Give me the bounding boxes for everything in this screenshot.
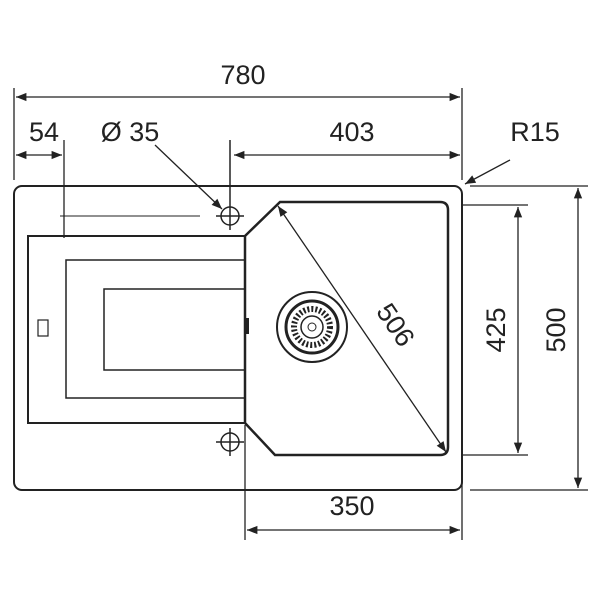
- tap-hole-diameter-label: Ø 35: [101, 117, 160, 147]
- bowl-outline: [243, 200, 450, 457]
- corner-radius-label: R15: [510, 117, 560, 147]
- tap-hole-icon: [60, 140, 244, 456]
- dimension-lines: [13, 88, 588, 540]
- bowl-diagonal-label: 506: [370, 298, 420, 352]
- drain-icon: [276, 291, 348, 363]
- bowl-depth-label: 425: [481, 307, 511, 352]
- overall-width-label: 780: [220, 60, 265, 90]
- drainer-offset-label: 54: [29, 117, 59, 147]
- overall-depth-label: 500: [541, 307, 571, 352]
- tap-to-edge-label: 403: [329, 117, 374, 147]
- bowl-width-label: 350: [329, 491, 374, 521]
- sink-outline: [13, 185, 463, 491]
